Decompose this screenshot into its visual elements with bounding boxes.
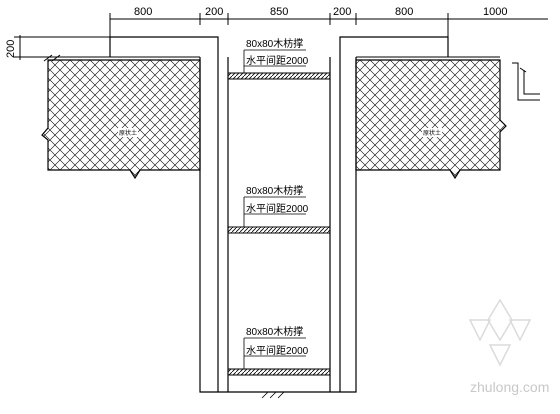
dim-label-6: 1000 — [483, 6, 507, 18]
dim-label-3: 850 — [270, 6, 288, 18]
dim-label-5: 800 — [395, 6, 413, 18]
strut-label-1: 80x80木枋撑 水平间距2000 — [243, 37, 309, 73]
dim-label-4: 200 — [333, 6, 351, 18]
top-dimension-line — [109, 13, 548, 52]
strut-2 — [227, 226, 331, 234]
soil-block-left — [41, 59, 201, 180]
svg-text:80x80木枋撑: 80x80木枋撑 — [246, 325, 303, 338]
embankment-outline — [109, 36, 449, 393]
svg-text:水平间距2000: 水平间距2000 — [246, 54, 309, 67]
strut-3 — [227, 368, 331, 376]
watermark-text: zhulong.com — [470, 379, 549, 395]
dim-label-height: 200 — [5, 40, 17, 58]
right-step — [512, 62, 540, 101]
svg-text:原状土: 原状土 — [119, 129, 137, 137]
svg-text:水平间距2000: 水平间距2000 — [246, 344, 309, 357]
bottom-ground-marks — [261, 391, 285, 399]
svg-text:80x80木枋撑: 80x80木枋撑 — [246, 37, 303, 50]
soil-label-left: 原状土 — [118, 128, 138, 137]
svg-text:水平间距2000: 水平间距2000 — [246, 202, 309, 215]
dim-label-2: 200 — [205, 6, 223, 18]
dim-label-1: 800 — [134, 6, 152, 18]
svg-text:80x80木枋撑: 80x80木枋撑 — [246, 184, 303, 197]
soil-block-right — [355, 59, 507, 180]
svg-text:原状土: 原状土 — [423, 129, 441, 137]
watermark-logo — [468, 298, 532, 367]
strut-label-3: 80x80木枋撑 水平间距2000 — [243, 325, 309, 369]
strut-label-2: 80x80木枋撑 水平间距2000 — [243, 184, 309, 227]
strut-1 — [227, 72, 331, 80]
left-dimension-line — [14, 35, 110, 60]
soil-label-right: 原状土 — [422, 128, 442, 137]
